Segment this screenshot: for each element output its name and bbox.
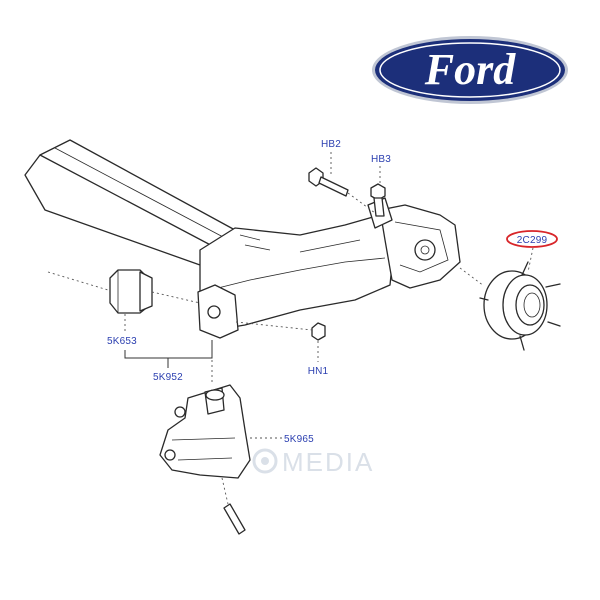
label-hb3: HB3	[371, 154, 391, 165]
label-5k965: 5K965	[284, 434, 314, 445]
twist-beam-axle	[24, 139, 461, 339]
bracket-5k952	[124, 340, 213, 359]
label-hn1: HN1	[308, 366, 329, 377]
bolt-hb2	[308, 152, 376, 214]
logo-text: Ford	[424, 45, 516, 94]
bolt-hb3	[370, 166, 386, 217]
label-5k653: 5K653	[107, 336, 137, 347]
ford-logo: Ford	[372, 36, 568, 104]
label-hb2: HB2	[321, 139, 341, 150]
label-5k952: 5K952	[153, 372, 183, 383]
nut-hn1	[235, 321, 326, 362]
wheel-hub-2c299	[459, 247, 561, 351]
bushing-5k653	[47, 269, 201, 332]
highlight-2c299	[506, 230, 558, 248]
mounting-bracket-5k965	[159, 340, 282, 535]
watermark: MEDIA	[252, 447, 374, 477]
label-2c299: 2C299	[517, 235, 548, 246]
logo-oval	[375, 39, 565, 101]
watermark-text: MEDIA	[282, 447, 374, 477]
